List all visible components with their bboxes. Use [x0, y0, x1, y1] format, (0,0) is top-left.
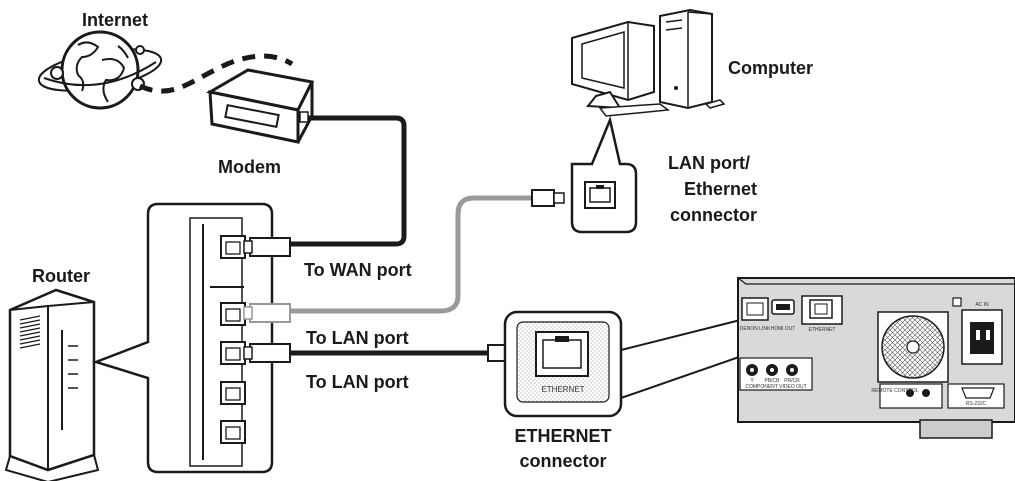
- ac-in-label: AC IN: [975, 302, 989, 308]
- modem-label: Modem: [218, 157, 281, 177]
- router-icon: [4, 288, 100, 481]
- component-pb-label: PB/CB: [764, 378, 780, 384]
- lan-port-label-line2: Ethernet: [684, 179, 758, 199]
- router-label: Router: [32, 266, 90, 286]
- component-pr-label: PR/CR: [784, 378, 800, 384]
- computer-label: Computer: [728, 58, 813, 78]
- ethernet-connector-label-line2: connector: [519, 451, 607, 471]
- ethernet-connector-label-line1: ETHERNET: [514, 426, 612, 446]
- ethernet-zoom-label: ETHERNET: [541, 385, 584, 394]
- hdmi-out-label: HDMI OUT: [771, 326, 796, 332]
- to-wan-port-label: To WAN port: [304, 260, 412, 280]
- globe-icon: [37, 30, 163, 110]
- internet-label: Internet: [82, 10, 149, 30]
- to-lan-port-label-1: To LAN port: [306, 328, 409, 348]
- wan-cable: [290, 115, 407, 247]
- computer-lan-callout: [570, 115, 638, 234]
- router-lan-port-icon: [220, 381, 246, 405]
- rs232c-label: RS-232C: [966, 401, 987, 407]
- denon-link-label: DENON LINK: [740, 326, 771, 332]
- router-lan-port-icon: [220, 341, 246, 365]
- black-lan-plug-icon: [243, 343, 291, 363]
- router-wan-port-icon: [220, 235, 246, 259]
- modem-icon: [205, 68, 315, 144]
- gray-lan-plug-icon: [243, 303, 291, 323]
- wan-plug-icon: [243, 237, 291, 257]
- component-y-label: Y: [750, 378, 754, 384]
- router-lan-port-icon: [220, 420, 246, 444]
- router-lan-port-icon: [220, 302, 246, 326]
- device-rear-panel: DENON LINK HDMI OUT ETHERNET Y PB/CB PR/…: [737, 277, 1015, 439]
- computer-lan-cable: [290, 195, 532, 314]
- lan-port-label-line1: LAN port/: [668, 153, 750, 173]
- computer-cable-plug-icon: [531, 189, 565, 207]
- computer-icon: [571, 8, 726, 117]
- internet-dashed-link: [138, 53, 294, 94]
- to-lan-port-label-2: To LAN port: [306, 372, 409, 392]
- lan-port-label-line3: connector: [670, 205, 758, 225]
- ethernet-connector-zoom: ETHERNET: [503, 310, 623, 418]
- remote-control-label: REMOTE CONTROL: [871, 388, 918, 394]
- panel-ethernet-label: ETHERNET: [809, 327, 836, 333]
- component-video-out-label: COMPONENT VIDEO OUT: [745, 384, 806, 390]
- computer-lan-port-icon: [584, 181, 616, 209]
